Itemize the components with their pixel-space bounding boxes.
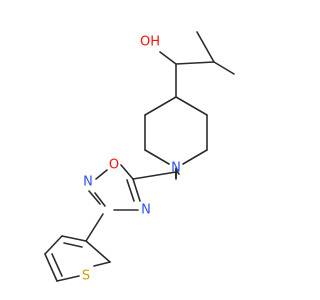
atom-labels: OH N O N N S <box>82 35 181 284</box>
molecule-structure: OH N O N N S <box>44 31 235 284</box>
bond <box>95 169 108 180</box>
bond <box>51 253 63 277</box>
bond <box>44 253 58 282</box>
piperidine-nitrogen-label: N <box>171 161 181 176</box>
bond <box>85 240 111 263</box>
bond <box>132 171 177 180</box>
bond <box>85 213 104 242</box>
bond <box>93 261 111 267</box>
bond <box>94 192 106 207</box>
bond <box>159 51 177 65</box>
bond <box>175 96 208 116</box>
bond <box>126 179 135 202</box>
bond <box>182 149 208 165</box>
bond <box>61 235 87 242</box>
bond <box>56 275 80 282</box>
molecule-canvas: OH N O N N S <box>44 31 235 284</box>
thiophene-sulfur-label: S <box>82 269 90 284</box>
bond <box>120 164 134 180</box>
bonds <box>44 31 235 282</box>
oxadiazole-oxygen-label: O <box>109 158 119 173</box>
bond <box>144 149 170 165</box>
bond <box>196 31 215 63</box>
oxadiazole-nitrogen-label: N <box>141 203 151 218</box>
bond <box>175 61 215 65</box>
bond <box>213 61 235 75</box>
hydroxyl-label: OH <box>140 35 160 50</box>
bond <box>44 235 63 255</box>
bond <box>144 96 177 116</box>
bond <box>88 190 101 205</box>
oxadiazole-nitrogen-label: N <box>83 175 93 190</box>
bond <box>63 242 83 248</box>
bond <box>132 178 141 202</box>
